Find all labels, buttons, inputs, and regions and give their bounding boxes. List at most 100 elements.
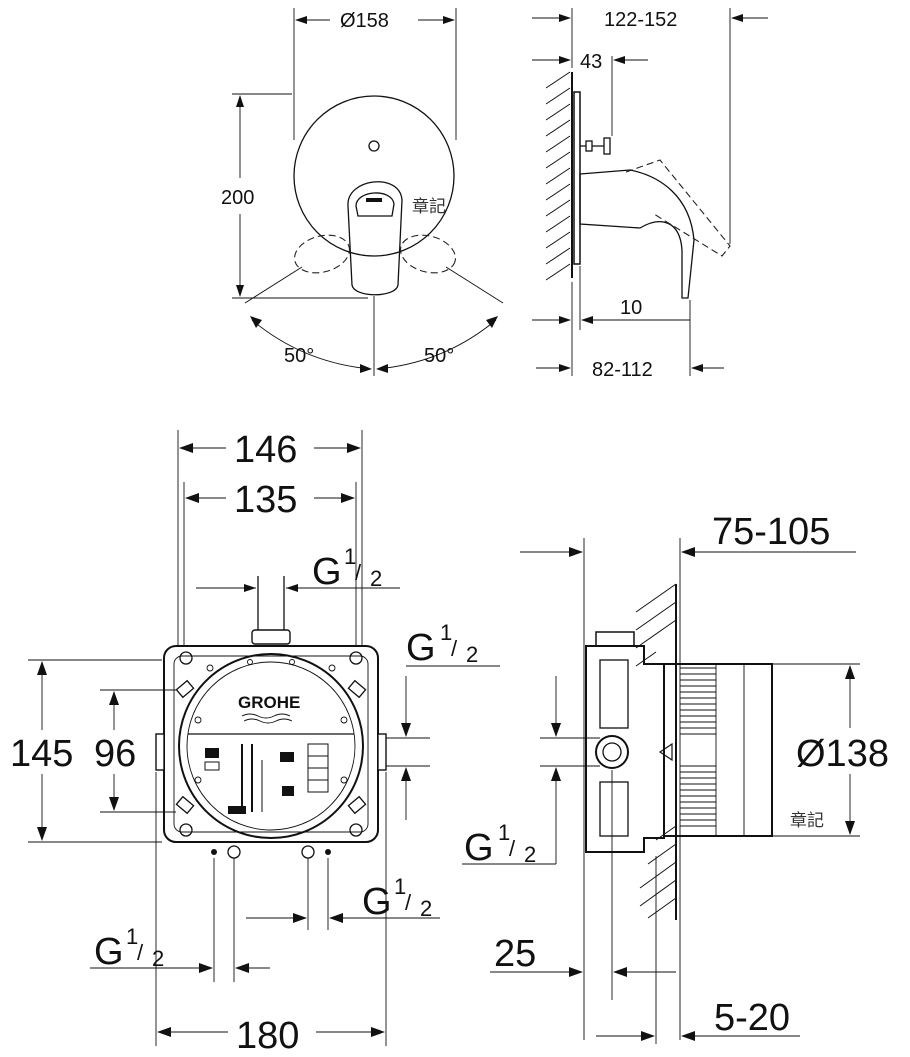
box-frame (163, 645, 379, 843)
svg-text:/: / (509, 836, 516, 861)
handle-raised-dashed (625, 159, 731, 257)
brand-logo: GROHE (238, 693, 300, 712)
corner-screws (175, 651, 367, 837)
arrow (731, 14, 743, 22)
svg-text:G: G (94, 931, 124, 973)
faceplate-edge (573, 91, 581, 265)
dim-diameter-138: Ø138 (796, 733, 889, 775)
arrow (157, 1027, 171, 1037)
arrow (559, 364, 571, 372)
dim-angle-left: 50° (284, 345, 314, 367)
arrow (109, 797, 119, 811)
thread-label-right-side: G 1 / 2 (406, 620, 478, 669)
box-center-ring (186, 661, 356, 831)
svg-text:2: 2 (370, 566, 382, 591)
watermark-text: 章記 (790, 811, 824, 831)
box-section-outline (585, 645, 665, 853)
dim-depth-range: 75-105 (712, 511, 830, 553)
handle-rotated-right (400, 234, 456, 274)
arrow (185, 493, 199, 503)
handle-outline (347, 181, 403, 296)
dim-plate-gap-10: 10 (620, 297, 642, 319)
valve-chamber-top (599, 659, 629, 729)
arrow (250, 316, 262, 328)
box-front-view: 146 135 G 1 / 2 (10, 429, 500, 1057)
angle-arc-right (385, 319, 497, 369)
arrow (443, 16, 455, 24)
arrow (681, 1031, 695, 1041)
svg-text:G: G (362, 881, 392, 923)
valve-port (595, 735, 629, 769)
dim-diameter-158: Ø158 (340, 10, 389, 32)
arrow (37, 661, 47, 675)
arrow (244, 584, 256, 592)
svg-text:2: 2 (524, 842, 536, 867)
cylinder-arrow-mark (658, 742, 673, 762)
arrow (691, 364, 703, 372)
svg-text:/: / (451, 636, 458, 661)
handle-rotated-left (294, 234, 350, 274)
arrow (486, 316, 498, 328)
arrow (360, 364, 372, 373)
arrow (401, 723, 411, 737)
thread-label-bottom-right: G 1 / 2 (362, 874, 432, 923)
arrow (569, 547, 583, 557)
cylinder-ribs (680, 664, 745, 836)
arrow (236, 95, 244, 107)
logo-wave (243, 718, 293, 724)
arrow (295, 16, 307, 24)
arrow (845, 821, 855, 835)
arrow (235, 963, 249, 973)
arrow (559, 316, 571, 324)
arrow (341, 493, 355, 503)
left-stub (155, 733, 165, 771)
dim-projection: 122-152 (604, 9, 677, 31)
box-center-disc (178, 653, 364, 839)
inlet-fitting (251, 629, 291, 645)
logo-wave (241, 713, 291, 719)
dim-height-145: 145 (10, 733, 73, 775)
svg-text:1: 1 (394, 874, 406, 899)
arrow (293, 913, 307, 923)
svg-text:2: 2 (152, 946, 164, 971)
diverter-label-graphics (204, 743, 329, 814)
dim-base-width-180: 180 (236, 1015, 299, 1057)
watermark-text: 章記 (412, 197, 446, 217)
wall-hatching (545, 71, 571, 281)
arrow (179, 443, 193, 453)
svg-text:1: 1 (498, 820, 510, 845)
svg-text:G: G (312, 551, 342, 593)
dim-height-96: 96 (94, 733, 136, 775)
bottom-outlets (211, 845, 331, 859)
arrow (199, 963, 213, 973)
arrow (613, 967, 627, 977)
svg-text:/: / (355, 560, 362, 585)
dim-height-200: 200 (221, 187, 254, 209)
dim-stem-43: 43 (580, 51, 602, 73)
stem-end (603, 137, 611, 155)
thread-label-bottom-left: G 1 / 2 (94, 924, 164, 973)
arrow (109, 691, 119, 705)
arrow (569, 967, 583, 977)
handle-side-profile (579, 169, 695, 299)
arrow (371, 1027, 385, 1037)
wall-hatching (635, 583, 677, 919)
arrow (347, 443, 361, 453)
svg-text:1: 1 (126, 924, 138, 949)
svg-text:G: G (406, 627, 436, 669)
box-top-lip (595, 631, 635, 647)
dim-angle-right: 50° (424, 345, 454, 367)
handle-slot (366, 198, 382, 202)
valve-port-inner (602, 742, 622, 762)
dim-outer-width-146: 146 (234, 429, 297, 471)
arrow (329, 913, 343, 923)
dim-plaster-range: 5-20 (714, 997, 790, 1039)
arrow (37, 827, 47, 841)
svg-text:1: 1 (344, 544, 356, 569)
svg-text:G: G (464, 827, 494, 869)
faceplate-hole (368, 140, 380, 152)
svg-text:2: 2 (466, 642, 478, 667)
box-section-view: 75-105 (462, 511, 889, 1044)
right-stub (377, 733, 387, 771)
